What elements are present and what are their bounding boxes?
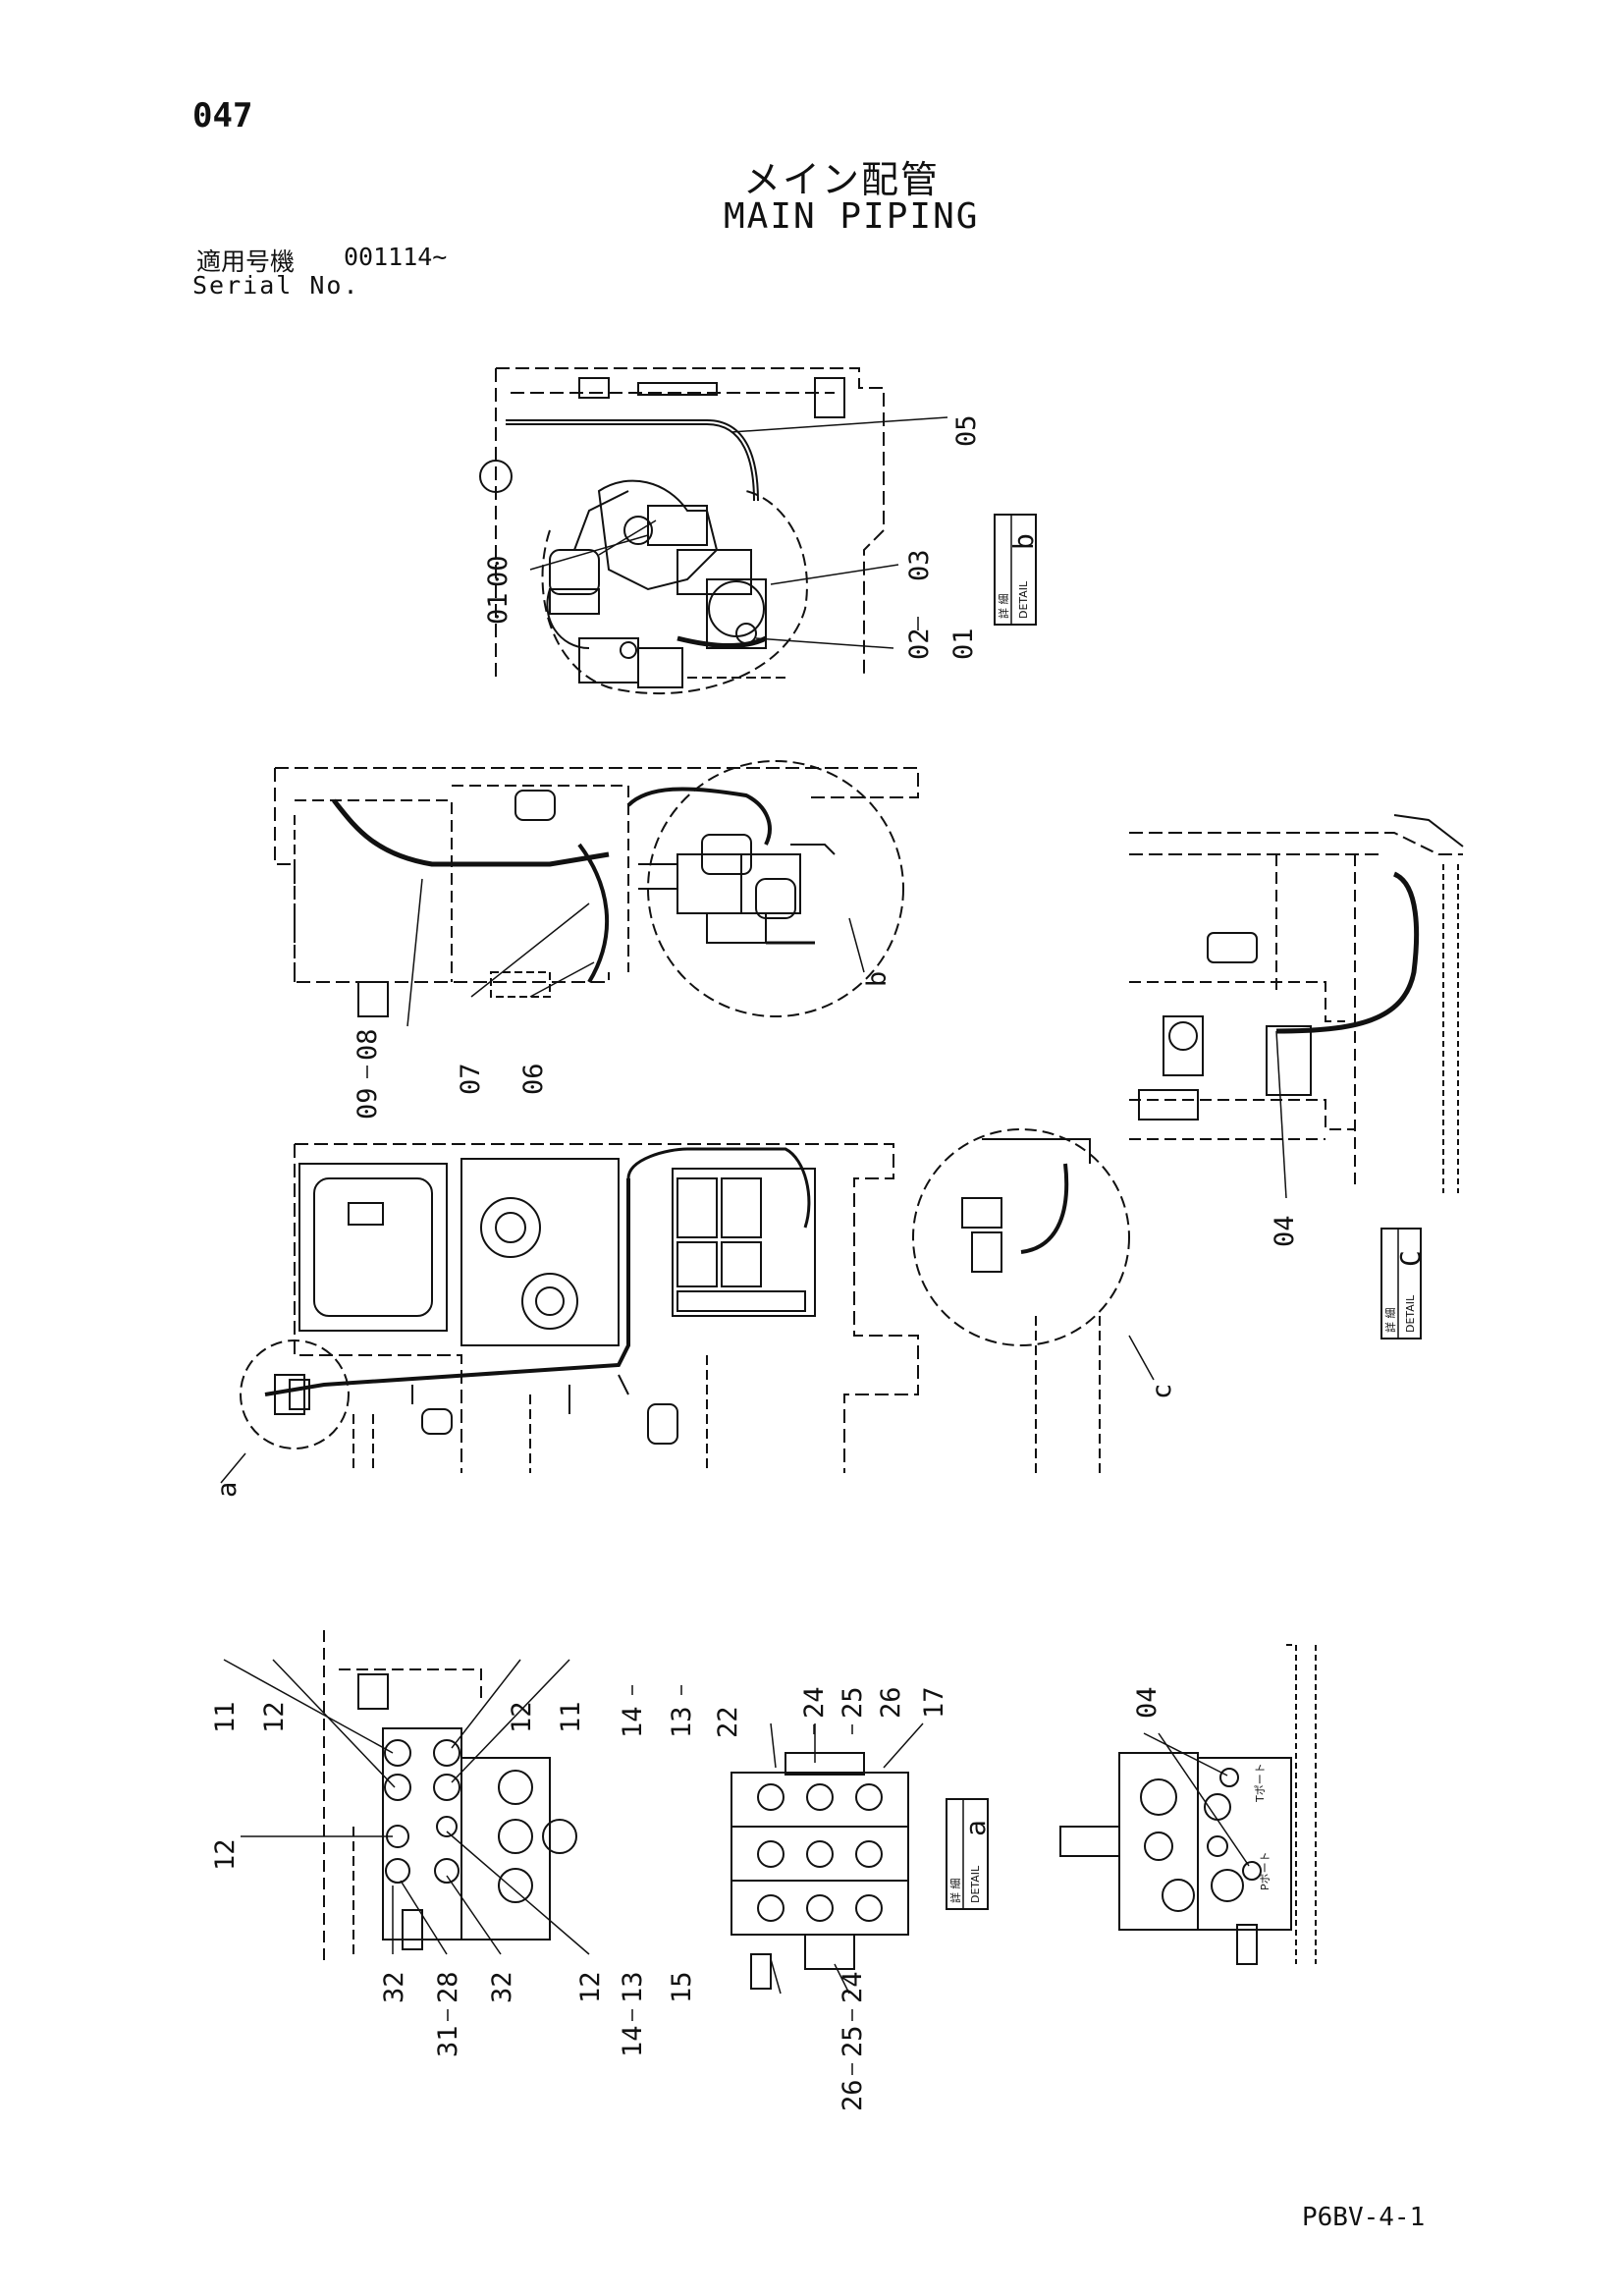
detail-kanji: 詳 細 <box>948 1879 962 1904</box>
page-title-english: MAIN PIPING <box>724 196 980 237</box>
plan-view-drawing <box>220 1128 1155 1484</box>
callout-12b: 12 <box>507 1701 537 1733</box>
detail-kanji: 詳 細 <box>997 594 1010 620</box>
serial-label-japanese: 適用号機 <box>196 247 296 276</box>
callout-06: 06 <box>518 1063 549 1095</box>
callout-11b: 11 <box>556 1701 586 1733</box>
side-view-callouts: 08 09 07 06 b <box>352 971 893 1120</box>
detail-word: DETAIL <box>969 1865 982 1903</box>
callout-12d: 12 <box>575 1971 606 2003</box>
callout-02: 02 <box>904 628 935 660</box>
detail-letter-b: b <box>1007 533 1040 550</box>
callout-25: 25 <box>838 1686 868 1719</box>
callout-28: 28 <box>433 1971 463 2003</box>
callout-13b: 13 <box>618 1971 648 2003</box>
serial-number-range: 001114~ <box>344 243 448 271</box>
callout-04: 04 <box>1270 1215 1300 1247</box>
callout-08: 08 <box>352 1028 383 1061</box>
callout-32b: 32 <box>487 1971 517 2003</box>
callout-05: 05 <box>951 414 982 447</box>
detail-box-b: 詳 細 DETAIL b <box>994 514 1040 626</box>
callout-11: 11 <box>210 1701 241 1733</box>
callout-00: 00 <box>483 555 514 587</box>
callout-14: 14 <box>618 1706 648 1738</box>
callout-24: 24 <box>799 1686 830 1719</box>
callout-17: 17 <box>919 1686 949 1719</box>
serial-label-english: Serial No. <box>192 271 360 300</box>
callout-07: 07 <box>456 1063 486 1095</box>
callout-12: 12 <box>259 1701 290 1733</box>
callout-14b: 14 <box>618 2025 648 2057</box>
page-title-japanese: メイン配管 <box>743 158 941 201</box>
detail-word: DETAIL <box>1404 1294 1417 1333</box>
valve-middle-drawing <box>730 1722 924 1995</box>
port-label-t: Tポート <box>1254 1763 1267 1803</box>
detail-letter-c: C <box>1394 1250 1427 1267</box>
side-view-drawing <box>274 760 919 1027</box>
callout-01: 01 <box>483 592 514 625</box>
callout-32: 32 <box>379 1971 409 2003</box>
callout-26b: 26 <box>838 2079 868 2111</box>
callout-12c: 12 <box>210 1838 241 1871</box>
detail-marker-c: c <box>1147 1384 1177 1399</box>
valve-right-drawing <box>1059 1644 1317 1965</box>
callout-01b: 01 <box>948 628 979 660</box>
port-label-p: Pポート <box>1259 1851 1271 1890</box>
callout-15: 15 <box>667 1971 697 2003</box>
detail-box-a: 詳 細 DETAIL a <box>946 1798 992 1910</box>
callout-31: 31 <box>433 2025 463 2057</box>
callout-03: 03 <box>904 549 935 581</box>
page-number: 047 <box>192 96 253 136</box>
valve-left-callouts: 11 12 12 11 12 32 28 31 32 12 <box>210 1701 606 2057</box>
top-view-callouts: 05 00 01 03 02 01 <box>483 414 982 660</box>
detail-marker-b: b <box>862 971 893 987</box>
right-view-drawing <box>1129 814 1464 1199</box>
callout-26: 26 <box>876 1686 906 1719</box>
callout-22: 22 <box>713 1706 743 1738</box>
drawing-code: P6BV-4-1 <box>1302 2203 1426 2232</box>
plan-view-markers: c a <box>212 1384 1177 1498</box>
detail-word: DETAIL <box>1017 580 1030 619</box>
valve-right-callouts: 04 Tポート Pポート <box>1132 1686 1271 1890</box>
callout-24b: 24 <box>838 1971 868 2003</box>
callout-13: 13 <box>667 1706 697 1738</box>
detail-kanji: 詳 細 <box>1383 1308 1397 1334</box>
callout-04b: 04 <box>1132 1686 1163 1719</box>
top-view-drawing <box>479 367 948 694</box>
right-view-callouts: 04 <box>1270 1215 1300 1247</box>
detail-marker-a: a <box>212 1482 243 1498</box>
valve-left-drawing <box>223 1630 590 1964</box>
callout-25b: 25 <box>838 2025 868 2057</box>
callout-09: 09 <box>352 1087 383 1120</box>
detail-box-c: 詳 細 DETAIL C <box>1380 1228 1427 1339</box>
detail-letter-a: a <box>959 1820 992 1836</box>
valve-middle-callouts: 14 13 22 24 25 26 17 13 14 15 24 25 26 <box>618 1685 949 2111</box>
